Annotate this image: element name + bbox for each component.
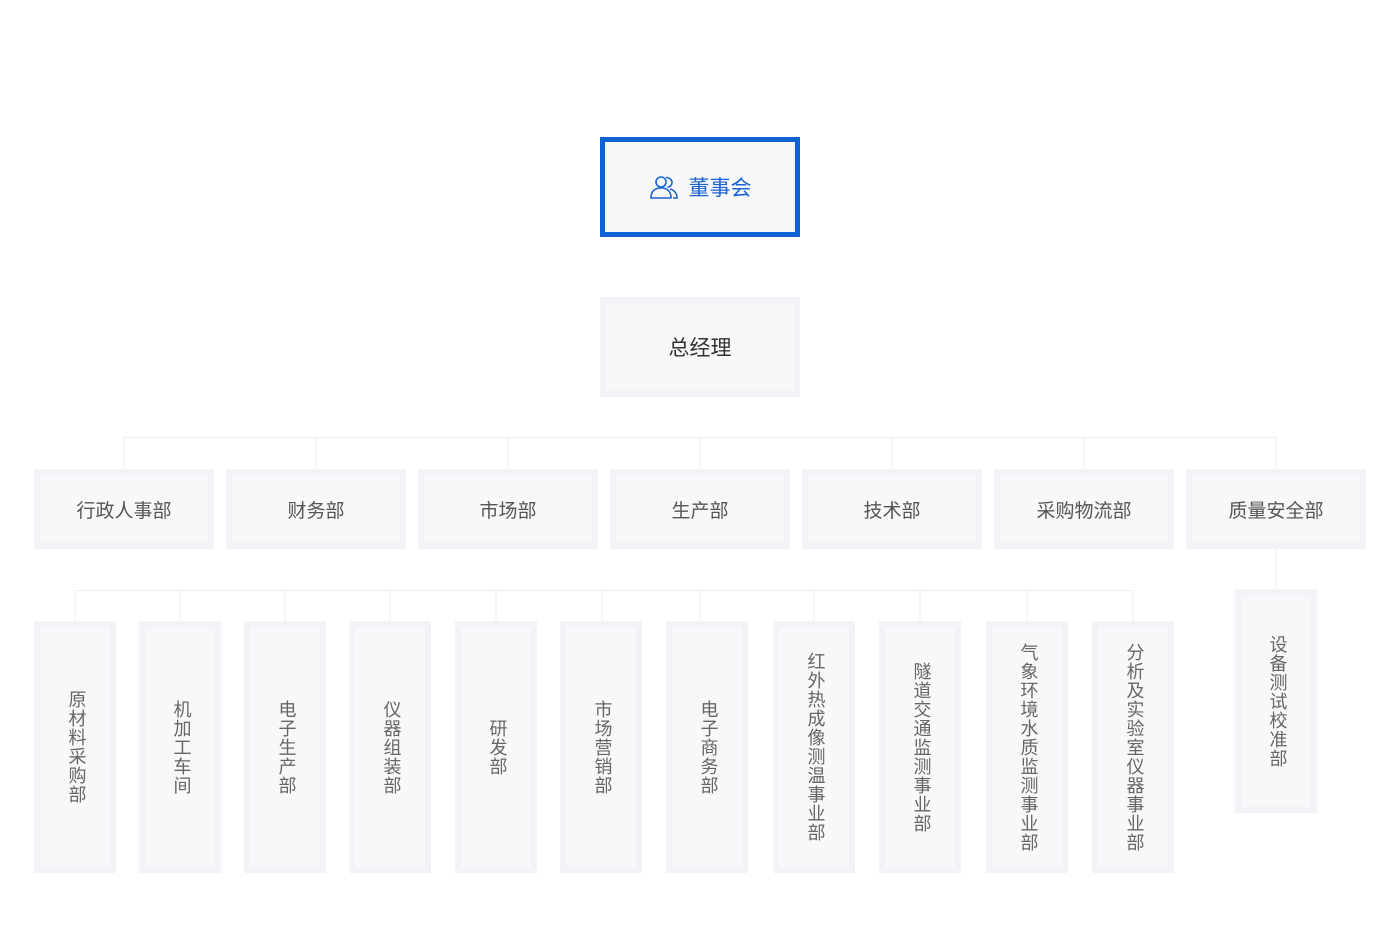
subunit-tunnel-traffic[interactable]: 隧道交通监测事业部 — [879, 621, 961, 873]
subunit-machining-workshop[interactable]: 机加工车间 — [139, 621, 221, 873]
dept-procurement-logistics[interactable]: 采购物流部 — [994, 469, 1174, 549]
dept-label: 采购物流部 — [1036, 499, 1132, 522]
subunit-label: 分析及实验室仪器事业部 — [1123, 642, 1145, 852]
subunit-raw-material-purchasing[interactable]: 原材料采购部 — [34, 621, 116, 873]
subunit-infrared-thermal[interactable]: 红外热成像测温事业部 — [773, 621, 855, 873]
dept-label: 生产部 — [671, 499, 729, 522]
dept-finance[interactable]: 财务部 — [226, 469, 406, 549]
subunit-label: 原材料采购部 — [65, 690, 87, 804]
subunit-weather-water[interactable]: 气象环境水质监测事业部 — [986, 621, 1068, 873]
subunit-label: 电子商务部 — [697, 699, 719, 795]
dept-label: 财务部 — [287, 499, 345, 522]
board-label: 董事会 — [688, 176, 752, 200]
subunit-equipment-calibration[interactable]: 设备测试校准部 — [1235, 589, 1317, 813]
subunit-instrument-assembly[interactable]: 仪器组装部 — [349, 621, 431, 873]
subunit-label: 机加工车间 — [170, 699, 192, 795]
subunit-label: 研发部 — [486, 718, 508, 776]
subunit-label: 隧道交通监测事业部 — [910, 661, 932, 833]
dept-label: 技术部 — [863, 499, 921, 522]
board-node[interactable]: 董事会 — [600, 137, 800, 237]
dept-technology[interactable]: 技术部 — [802, 469, 982, 549]
dept-label: 市场部 — [479, 499, 537, 522]
subunit-label: 气象环境水质监测事业部 — [1017, 642, 1039, 852]
subunit-label: 仪器组装部 — [380, 699, 402, 795]
general-manager-node[interactable]: 总经理 — [600, 297, 800, 397]
subunit-electronics-production[interactable]: 电子生产部 — [244, 621, 326, 873]
dept-label: 质量安全部 — [1228, 499, 1324, 522]
subunit-lab-instruments[interactable]: 分析及实验室仪器事业部 — [1092, 621, 1174, 873]
subunit-ecommerce[interactable]: 电子商务部 — [666, 621, 748, 873]
users-icon — [649, 176, 678, 199]
dept-label: 行政人事部 — [76, 499, 172, 522]
dept-admin-hr[interactable]: 行政人事部 — [34, 469, 214, 549]
dept-quality-safety[interactable]: 质量安全部 — [1186, 469, 1366, 549]
subunit-label: 设备测试校准部 — [1266, 634, 1288, 768]
subunit-label: 市场营销部 — [591, 699, 613, 795]
gm-label: 总经理 — [668, 336, 732, 360]
dept-market[interactable]: 市场部 — [418, 469, 598, 549]
dept-production[interactable]: 生产部 — [610, 469, 790, 549]
subunit-label: 红外热成像测温事业部 — [804, 652, 826, 842]
subunit-marketing[interactable]: 市场营销部 — [560, 621, 642, 873]
subunit-rnd[interactable]: 研发部 — [455, 621, 537, 873]
subunit-label: 电子生产部 — [275, 699, 297, 795]
